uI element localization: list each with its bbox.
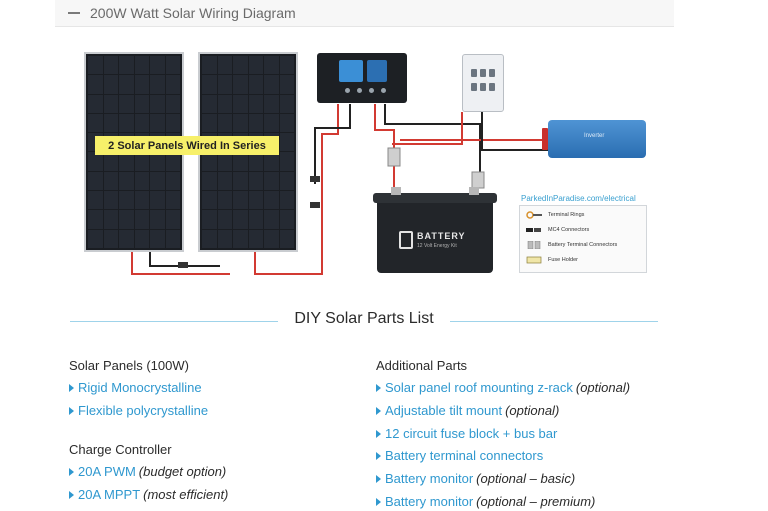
column-heading-solar-panels: Solar Panels (100W) xyxy=(69,358,189,373)
inverter-label: Inverter xyxy=(584,133,605,139)
product-note: (optional – premium) xyxy=(476,494,596,509)
caret-right-icon xyxy=(69,490,74,499)
caret-right-icon xyxy=(69,406,74,415)
solar-panel-right xyxy=(198,52,298,252)
product-note: (budget option) xyxy=(138,464,227,479)
list-item[interactable]: Solar panel roof mounting z-rack (option… xyxy=(376,380,630,395)
product-link[interactable]: Solar panel roof mounting z-rack xyxy=(385,380,573,395)
caret-right-icon xyxy=(376,383,381,392)
product-note: (optional – basic) xyxy=(476,471,576,486)
list-item[interactable]: Flexible polycrystalline xyxy=(69,403,208,418)
inverter: Inverter xyxy=(542,120,646,158)
product-link[interactable]: Battery monitor xyxy=(385,471,474,486)
battery-terminal-positive xyxy=(391,187,401,195)
caret-right-icon xyxy=(376,451,381,460)
section-title: DIY Solar Parts List xyxy=(294,310,434,327)
list-item[interactable]: 20A PWM (budget option) xyxy=(69,464,226,479)
battery: BATTERY 12 Volt Energy Kit xyxy=(373,187,497,273)
charge-controller xyxy=(317,53,407,103)
fuse-block xyxy=(462,54,504,112)
list-item[interactable]: Adjustable tilt mount (optional) xyxy=(376,403,559,418)
product-note: (most efficient) xyxy=(143,487,229,502)
title-rule-left xyxy=(70,321,278,322)
caret-right-icon xyxy=(376,429,381,438)
caret-right-icon xyxy=(69,383,74,392)
wiring-diagram: 2 Solar Panels Wired In Series Inver xyxy=(70,44,660,280)
battery-icon xyxy=(399,231,413,249)
legend-item: MC4 Connectors xyxy=(526,226,589,234)
list-item[interactable]: 12 circuit fuse block + bus bar xyxy=(376,426,557,441)
caret-right-icon xyxy=(376,497,381,506)
product-link[interactable]: Battery terminal connectors xyxy=(385,448,544,463)
column-heading-additional-parts: Additional Parts xyxy=(376,358,468,373)
list-item[interactable]: Battery terminal connectors xyxy=(376,448,543,463)
controller-usb-panel xyxy=(367,60,387,82)
legend-item: Terminal Rings xyxy=(526,211,584,219)
battery-terminal-negative xyxy=(469,187,479,195)
fuse-holder-icon xyxy=(526,256,542,264)
list-item[interactable]: Battery monitor (optional – basic) xyxy=(376,471,575,486)
caret-right-icon xyxy=(376,406,381,415)
collapse-minus-icon[interactable] xyxy=(68,12,80,14)
caret-right-icon xyxy=(69,467,74,476)
list-item[interactable]: Rigid Monocrystalline xyxy=(69,380,202,395)
caret-right-icon xyxy=(376,474,381,483)
accordion-title: 200W Watt Solar Wiring Diagram xyxy=(90,5,296,21)
product-link[interactable]: 20A MPPT xyxy=(78,487,141,502)
panel-caption: 2 Solar Panels Wired In Series xyxy=(95,136,279,155)
mc4-connector-icon xyxy=(526,228,541,232)
product-link[interactable]: 20A PWM xyxy=(78,464,136,479)
controller-display xyxy=(339,60,363,82)
battery-sublabel: 12 Volt Energy Kit xyxy=(417,243,457,249)
terminal-ring-icon xyxy=(526,211,542,219)
wiring-lines xyxy=(131,104,548,275)
battery-terminal-icon xyxy=(527,241,541,249)
diagram-legend: Terminal Rings MC4 Connectors Battery Te… xyxy=(519,205,647,273)
site-url: ParkedInParadise.com/electrical xyxy=(521,194,636,203)
product-link[interactable]: Adjustable tilt mount xyxy=(385,403,503,418)
legend-item: Fuse Holder xyxy=(526,256,578,264)
accordion-header[interactable]: 200W Watt Solar Wiring Diagram xyxy=(55,0,674,27)
battery-label: BATTERY xyxy=(417,231,466,241)
list-item[interactable]: 20A MPPT (most efficient) xyxy=(69,487,228,502)
column-heading-charge-controller: Charge Controller xyxy=(69,442,172,457)
product-link[interactable]: Flexible polycrystalline xyxy=(78,403,209,418)
title-rule-right xyxy=(450,321,658,322)
product-link[interactable]: Rigid Monocrystalline xyxy=(78,380,202,395)
product-link[interactable]: 12 circuit fuse block + bus bar xyxy=(385,426,558,441)
product-note: (optional) xyxy=(575,380,631,395)
list-item[interactable]: Battery monitor (optional – premium) xyxy=(376,494,595,509)
product-note: (optional) xyxy=(505,403,560,418)
inverter-terminal xyxy=(542,128,548,150)
legend-item: Battery Terminal Connectors xyxy=(526,241,617,249)
product-link[interactable]: Battery monitor xyxy=(385,494,474,509)
